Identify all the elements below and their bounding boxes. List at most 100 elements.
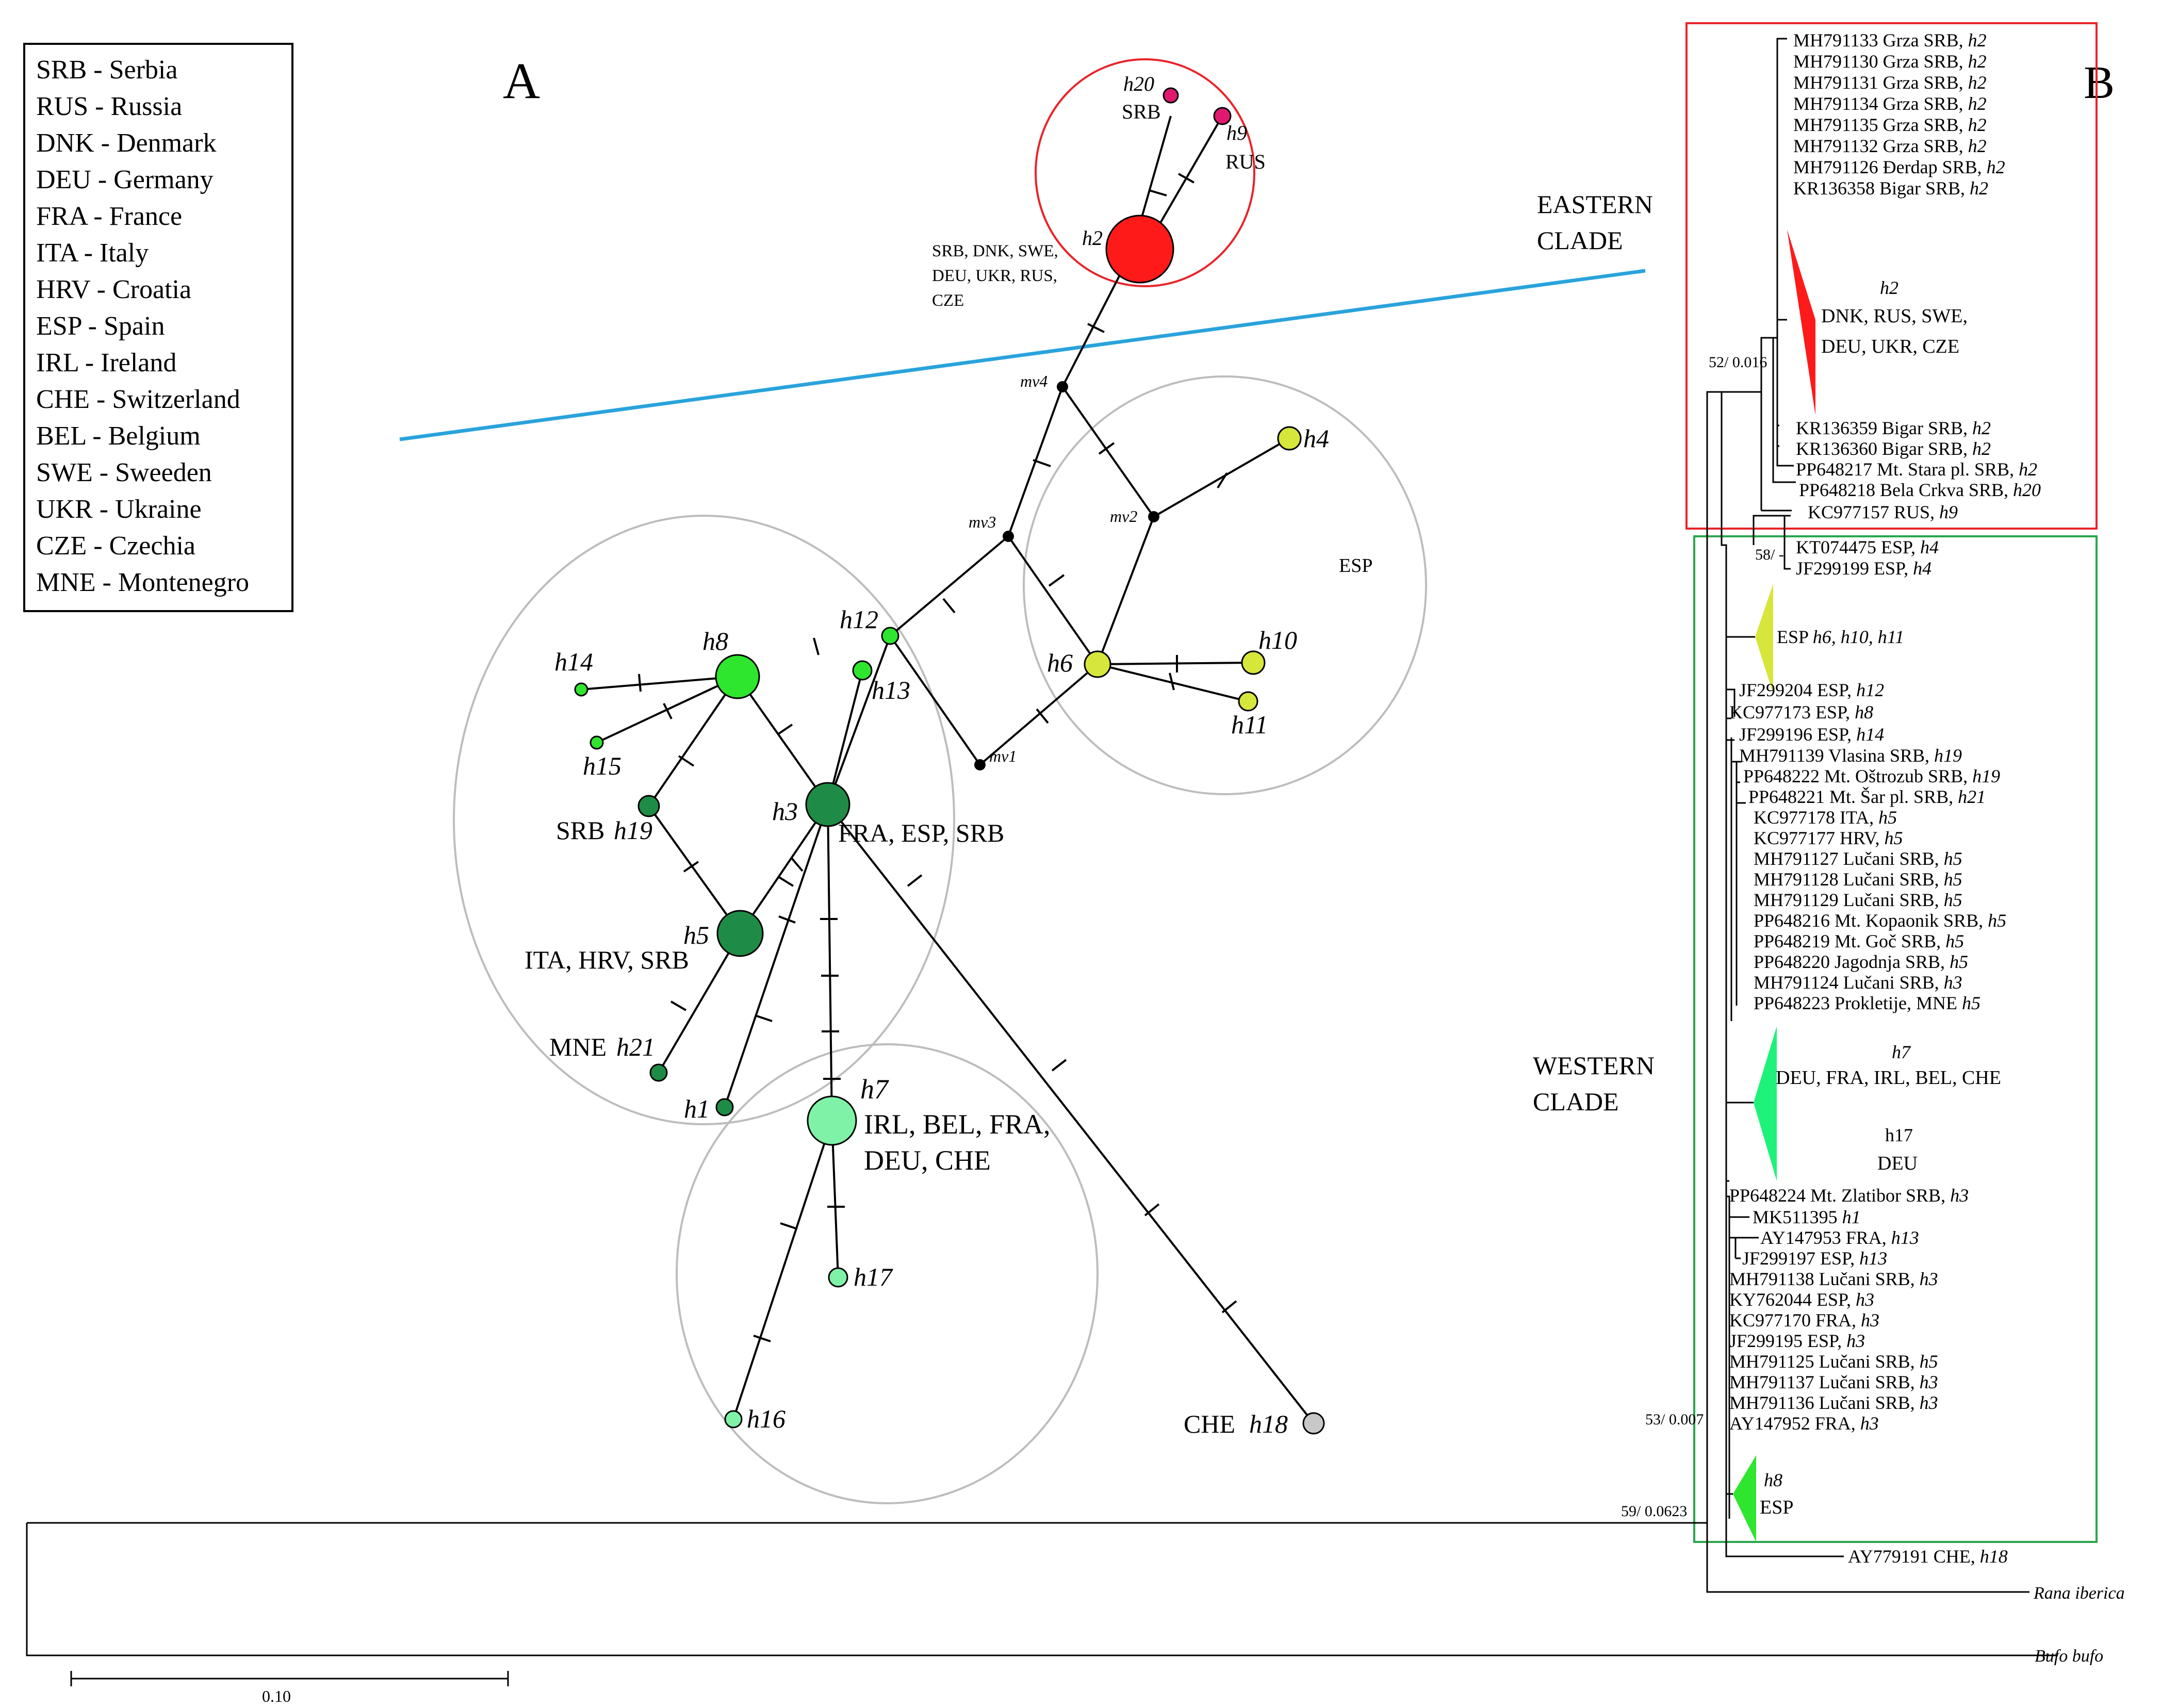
network-edge xyxy=(1007,535,1099,665)
haplotype-h14-node xyxy=(574,682,588,697)
mutation-mark xyxy=(1098,442,1115,455)
central-group-ellipse xyxy=(453,515,955,1125)
haplotype-label: h14 xyxy=(554,647,593,676)
mutation-mark xyxy=(1169,672,1175,691)
network-edge xyxy=(827,635,891,805)
haplotype-label: h2 xyxy=(1082,226,1103,250)
haplotype-h3-node xyxy=(805,782,850,827)
country-label: IRL, BEL, FRA, xyxy=(864,1109,1051,1140)
network-edge xyxy=(732,1120,833,1420)
tree-tip: PP648221 Mt. Šar pl. SRB, h21 xyxy=(1748,786,1986,807)
scale-bar xyxy=(70,1671,509,1686)
esp-collapsed-triangle xyxy=(1755,584,1773,694)
tree-tip: MH791138 Lučani SRB, h3 xyxy=(1729,1269,1938,1289)
tree-tip: PP648224 Mt. Zlatibor SRB, h3 xyxy=(1729,1185,1969,1206)
network-edge xyxy=(979,663,1099,766)
median-vector-mv1 xyxy=(974,759,986,770)
tree-branch xyxy=(1721,392,1844,1557)
country-label: CHE xyxy=(1184,1409,1235,1438)
network-edge xyxy=(658,932,741,1074)
haplotype-label: h5 xyxy=(683,921,709,949)
haplotype-label: h18 xyxy=(1249,1409,1288,1438)
haplotype-label: h12 xyxy=(840,605,878,634)
tree-tip: MH791132 Grza SRB, h2 xyxy=(1793,136,1987,156)
mutation-mark xyxy=(1149,189,1167,196)
collapsed-clade-label: DEU, UKR, CZE xyxy=(1821,336,1959,357)
collapsed-clade-label: DNK, RUS, SWE, xyxy=(1821,305,1968,327)
clade-divider-line xyxy=(399,269,1646,441)
tree-tip: MH791139 Vlasina SRB, h19 xyxy=(1739,745,1962,766)
tree-tip: JF299204 ESP, h12 xyxy=(1739,680,1884,700)
country-label: RUS xyxy=(1225,150,1266,173)
mutation-mark xyxy=(1087,323,1105,333)
country-label: ITA, HRV, SRB xyxy=(525,945,689,974)
legend-item: MNE - Montenegro xyxy=(36,568,249,597)
mutation-mark xyxy=(1217,472,1228,489)
tree-tip: PP648223 Prokletije, MNE h5 xyxy=(1754,993,1980,1013)
mutation-mark xyxy=(670,1000,687,1011)
h2-collapsed-triangle xyxy=(1787,229,1815,415)
tree-tip: JF299195 ESP, h3 xyxy=(1729,1331,1865,1351)
mutation-mark xyxy=(1036,708,1049,724)
eastern-clade-label: CLADE xyxy=(1537,226,1623,255)
median-label: mv1 xyxy=(989,747,1017,765)
panel-label-a: A xyxy=(503,52,540,109)
tree-tip: MH791125 Lučani SRB, h5 xyxy=(1729,1351,1938,1372)
legend-item: FRA - France xyxy=(36,202,182,231)
outgroup-label: Rana iberica xyxy=(2033,1584,2125,1603)
tree-tip: PP648218 Bela Crkva SRB, h20 xyxy=(1799,480,2041,500)
haplotype-label: h10 xyxy=(1258,626,1297,654)
tree-tip: KC977177 HRV, h5 xyxy=(1754,828,1903,848)
tree-tip: MH791127 Lučani SRB, h5 xyxy=(1754,848,1962,869)
haplotype-label: h15 xyxy=(583,751,621,780)
outgroup-label: Bufo bufo xyxy=(2035,1647,2103,1666)
median-vector-mv2 xyxy=(1148,511,1159,522)
collapsed-clade-label: h17 xyxy=(1885,1125,1913,1145)
haplotype-label: h1 xyxy=(684,1094,710,1123)
mutation-mark xyxy=(907,874,923,887)
median-label: mv4 xyxy=(1020,372,1047,390)
legend-item: IRL - Ireland xyxy=(36,348,176,377)
mutation-mark xyxy=(683,861,699,873)
haplotype-h11-node xyxy=(1238,691,1258,712)
tree-tip: MH791135 Grza SRB, h2 xyxy=(1793,114,1987,135)
network-edge xyxy=(827,803,1315,1424)
network-edge xyxy=(648,676,739,807)
network-edge xyxy=(889,635,981,766)
western-clade-label: WESTERN xyxy=(1533,1051,1655,1080)
haplotype-h16-node xyxy=(724,1410,743,1428)
haplotype-h19-node xyxy=(637,795,660,817)
country-label: FRA, ESP, SRB xyxy=(838,818,1004,847)
network-edge xyxy=(889,535,1009,637)
haplotype-label: h11 xyxy=(1231,710,1268,739)
tree-tip: AY147953 FRA, h13 xyxy=(1760,1227,1919,1248)
haplotype-h5-node xyxy=(716,910,764,957)
tree-tip: KR136358 Bigar SRB, h2 xyxy=(1793,178,1988,199)
tree-tip: MH791126 Đerdap SRB, h2 xyxy=(1793,157,2005,177)
network-edge xyxy=(827,804,833,1121)
network-edge xyxy=(831,1120,839,1278)
legend-item: HRV - Croatia xyxy=(36,275,191,304)
haplotype-label: h19 xyxy=(614,816,652,845)
tree-tip: MH791133 Grza SRB, h2 xyxy=(1793,30,1987,51)
tree-tip: AY147952 FRA, h3 xyxy=(1729,1413,1879,1434)
network-edge xyxy=(827,670,863,805)
tree-tip: KC977178 ITA, h5 xyxy=(1754,807,1897,828)
country-label: SRB xyxy=(556,816,605,845)
haplotype-label: h17 xyxy=(854,1262,893,1291)
tree-tip: JF299197 ESP, h13 xyxy=(1742,1248,1887,1269)
tree-branch xyxy=(1706,1523,2029,1593)
legend-item: RUS - Russia xyxy=(36,92,182,121)
legend-item: DNK - Denmark xyxy=(36,128,216,158)
tree-tip: MH791124 Lučani SRB, h3 xyxy=(1754,972,1962,993)
country-legend: SRB - Serbia RUS - Russia DNK - Denmark … xyxy=(23,43,293,612)
network-edge xyxy=(736,676,829,806)
mutation-mark xyxy=(755,1014,773,1022)
tree-tip: PP648217 Mt. Stara pl. SRB, h2 xyxy=(1796,459,2037,480)
tree-branch xyxy=(1706,391,1722,1523)
haplotype-label: h16 xyxy=(747,1404,785,1433)
collapsed-clade-label: DEU xyxy=(1877,1153,1918,1174)
haplotype-label: h3 xyxy=(772,797,798,826)
tree-tip: MH791136 Lučani SRB, h3 xyxy=(1729,1392,1938,1413)
haplotype-label: h7 xyxy=(860,1074,889,1105)
